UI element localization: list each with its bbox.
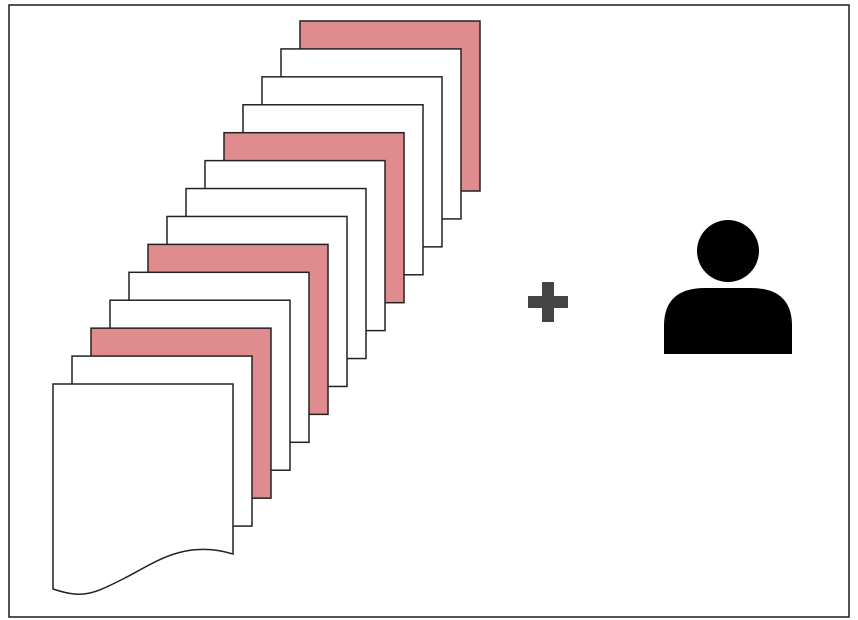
diagram-canvas — [0, 0, 858, 620]
